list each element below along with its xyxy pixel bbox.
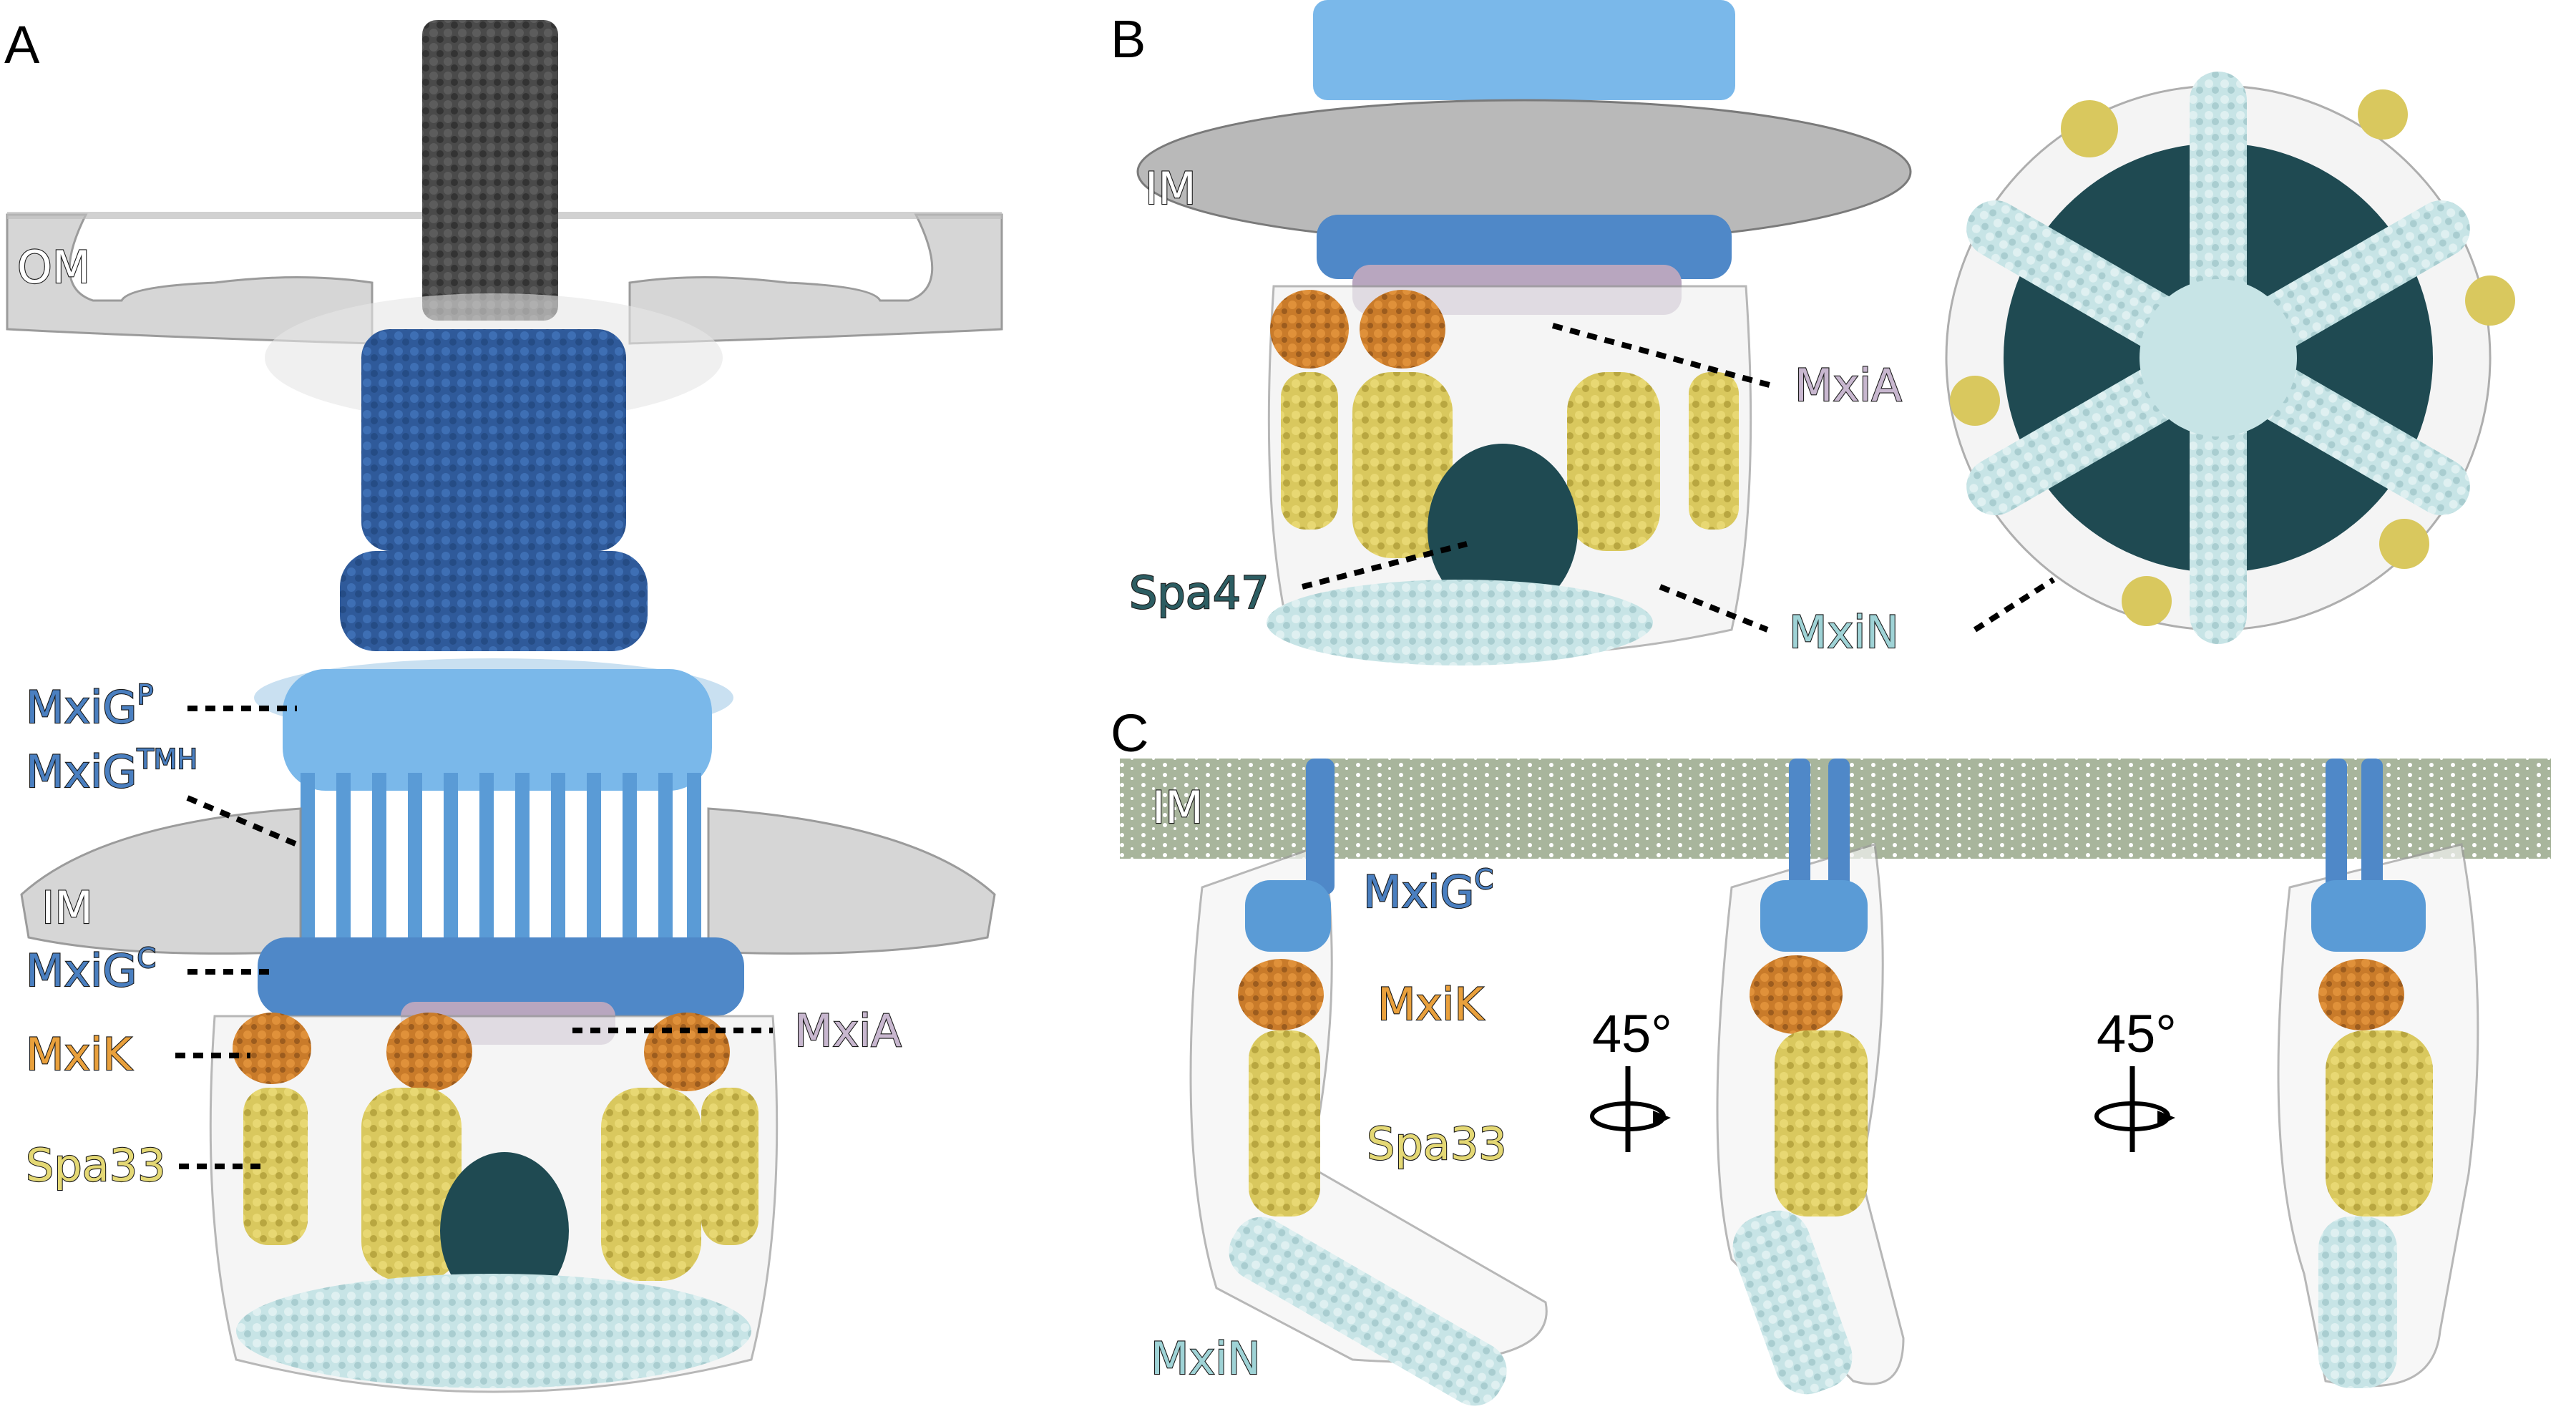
label-mxig-p: MxiGP bbox=[26, 679, 153, 733]
mxia-leader-b bbox=[1551, 323, 1776, 389]
rotation-angle-2: 45° bbox=[2097, 1004, 2177, 1063]
subunit-view-2 bbox=[1716, 759, 1905, 1395]
panel-c: C IM bbox=[1111, 703, 2551, 1406]
label-mxig-tmh: MxiGTMH bbox=[26, 743, 197, 798]
mxin-leader-b-left bbox=[1659, 584, 1769, 633]
panel-b-label: B bbox=[1111, 9, 1146, 69]
im-label-c: IM bbox=[1152, 781, 1204, 834]
inner-membrane-a bbox=[20, 807, 996, 955]
mxig-ring bbox=[254, 658, 733, 937]
label-mxia-b: MxiA bbox=[1795, 359, 1902, 411]
im-label-a: IM bbox=[42, 882, 93, 934]
mxin-leader-b-right bbox=[1973, 577, 2056, 633]
panel-a-label: A bbox=[4, 15, 40, 74]
label-mxin-b: MxiN bbox=[1789, 606, 1899, 658]
label-mxia-a: MxiA bbox=[794, 1005, 902, 1057]
subunit-view-1 bbox=[1189, 759, 1548, 1406]
label-mxik-a: MxiK bbox=[26, 1028, 132, 1081]
mxig-c-ring bbox=[258, 937, 744, 1016]
panel-b-top-view bbox=[1945, 72, 2515, 644]
label-mxig-c-a: MxiGC bbox=[26, 942, 156, 997]
label-mxin-c: MxiN bbox=[1151, 1332, 1261, 1385]
panel-a: A OM bbox=[4, 15, 1003, 1393]
label-mxik-c: MxiK bbox=[1377, 978, 1484, 1030]
subunit-view-3 bbox=[2277, 759, 2479, 1388]
label-mxig-c-c: MxiGC bbox=[1363, 864, 1493, 918]
mxig-tmh-leader bbox=[186, 795, 298, 847]
sorting-platform-a bbox=[209, 1013, 779, 1393]
panel-b-side-view bbox=[1136, 0, 1912, 665]
label-spa33-a: Spa33 bbox=[26, 1139, 166, 1191]
label-spa47: Spa47 bbox=[1129, 567, 1269, 619]
needle bbox=[422, 20, 558, 321]
om-label: OM bbox=[17, 241, 90, 293]
panel-b: B IM bbox=[1111, 0, 2515, 665]
rotation-angle-1: 45° bbox=[1592, 1004, 1672, 1063]
im-label-b: IM bbox=[1145, 162, 1196, 215]
panel-c-label: C bbox=[1111, 703, 1148, 763]
outer-ring-assembly bbox=[265, 293, 723, 651]
label-spa33-c: Spa33 bbox=[1367, 1118, 1507, 1170]
rotation-indicator-2: 45° bbox=[2094, 1004, 2177, 1152]
rotation-indicator-1: 45° bbox=[1590, 1004, 1672, 1152]
